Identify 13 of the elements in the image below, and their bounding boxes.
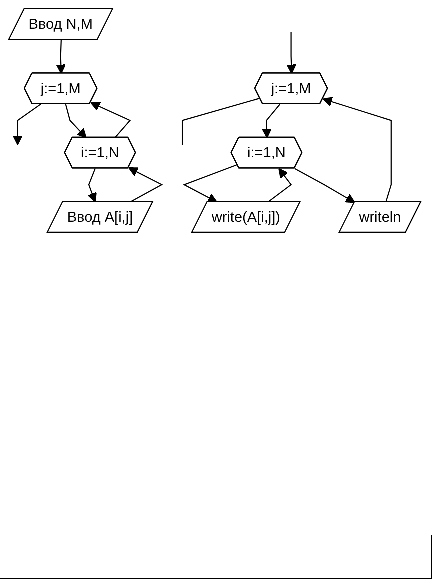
arrow — [56, 40, 66, 74]
arrow — [183, 164, 238, 203]
arrow — [262, 104, 281, 138]
arrow — [12, 104, 42, 146]
arrow — [128, 168, 164, 203]
arrow — [65, 104, 87, 138]
arrow — [88, 168, 97, 203]
arrow — [90, 102, 132, 138]
arrow — [286, 32, 296, 74]
arrow — [322, 97, 392, 202]
connector-line — [182, 98, 260, 145]
arrow — [268, 168, 292, 203]
arrow — [294, 168, 356, 204]
